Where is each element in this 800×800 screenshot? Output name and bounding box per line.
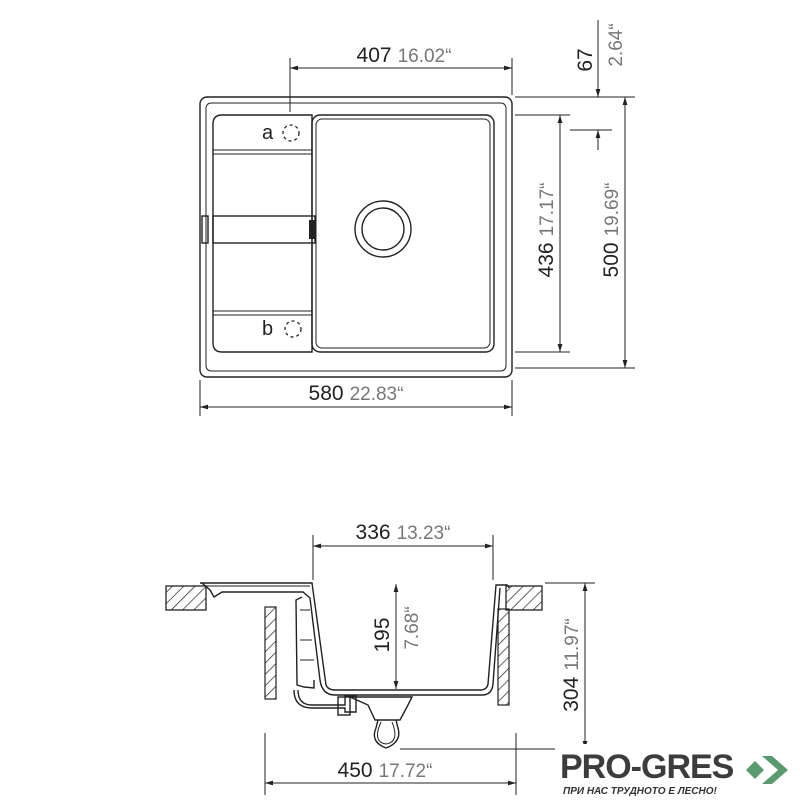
trap-bend: [373, 719, 400, 749]
logo-name: PRO-GRES: [560, 748, 734, 786]
sink-outline: [199, 96, 513, 378]
bowl-inner: [315, 118, 491, 349]
sink-inner-outline: [205, 102, 507, 372]
drainboard-ridge: [212, 215, 316, 244]
dim-rim-label: 67: [574, 48, 597, 71]
sink-profile-inner: [201, 582, 501, 696]
trap-nut: [337, 696, 351, 716]
trap-bend-inner: [376, 721, 396, 745]
cabinet-wall-right: [497, 608, 510, 706]
tap-hole-a-icon: [282, 124, 300, 142]
ridge-stop: [309, 220, 315, 239]
section-depth-inch: 7.68“: [402, 606, 423, 649]
pro-gres-logo: PRO-GRES ПРИ НАС ТРУДНОТО Е ЛЕСНО!: [555, 744, 800, 800]
sink-profile: [200, 582, 510, 691]
overflow-pipe-detail: [300, 609, 314, 661]
drain-outer: [354, 200, 412, 258]
dim-rim-inch: 2.64“: [606, 23, 627, 66]
logo-chevron-icon: [762, 756, 788, 784]
countertop-right: [505, 585, 543, 611]
countertop-left: [165, 585, 207, 611]
dim-overall-length-label: 50019.69“: [600, 183, 623, 278]
drain-trap: [293, 689, 357, 713]
section-depth-label: 195: [371, 617, 394, 652]
cabinet-wall-left: [264, 606, 277, 700]
side-tab: [201, 215, 209, 244]
dim-bowl-length-label: 43617.17“: [535, 183, 558, 278]
overflow-pipe: [295, 596, 315, 689]
logo-tagline: ПРИ НАС ТРУДНОТО Е ЛЕСНО!: [563, 786, 718, 797]
drain-basket: [349, 696, 414, 721]
drain-inner: [361, 207, 405, 251]
tap-hole-b-icon: [284, 320, 302, 338]
section-total-depth-label: 30411.97“: [560, 618, 583, 712]
tap-hole-label-a: a: [262, 122, 274, 144]
tap-hole-label-b: b: [262, 318, 273, 340]
logo-diamond-icon: [746, 761, 764, 779]
drainboard: [212, 114, 313, 353]
